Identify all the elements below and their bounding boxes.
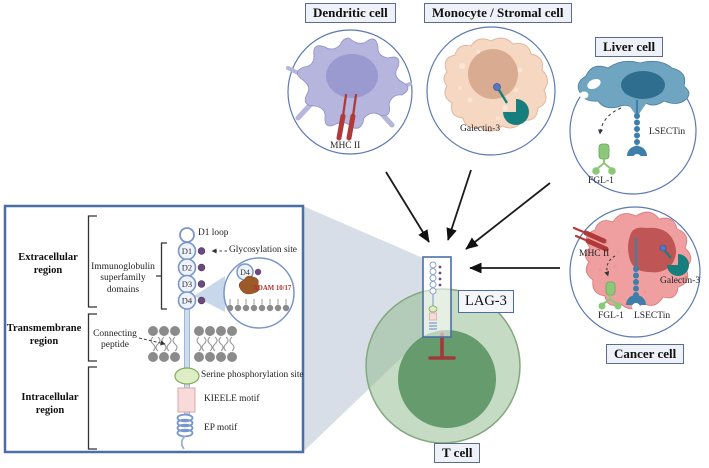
d1-loop-shape xyxy=(179,227,195,243)
lsectin-label-liver: LSECTin xyxy=(649,127,686,137)
magnifier-beam xyxy=(303,206,423,452)
galectin3-label-monocyte: Galectin-3 xyxy=(460,124,501,134)
extracellular-bracket xyxy=(87,215,97,308)
fgl1-label-liver: FGL-1 xyxy=(588,176,614,186)
kieele-motif-shape xyxy=(177,387,196,413)
serine-site-shape xyxy=(174,367,200,385)
monocyte-speckles xyxy=(458,50,523,120)
intracellular-region-label: Intracellular region xyxy=(21,392,79,416)
monocyte-cell-label: Monocyte / Stromal cell xyxy=(424,3,572,24)
tcell-label: T cell xyxy=(434,443,481,464)
fgl1-ligand-liver xyxy=(592,143,616,175)
ig-domains-bracket xyxy=(156,242,167,310)
lag3-receptor-box xyxy=(422,256,452,338)
extracellular-region-label: Extracellular region xyxy=(18,252,78,276)
kieele-motif-label: KIEELE motif xyxy=(204,394,260,404)
fgl1-ligand-cancer xyxy=(598,281,622,310)
region-brackets xyxy=(87,215,167,450)
liver-secretion-arrow xyxy=(598,107,622,135)
cancer-speckles xyxy=(598,241,664,294)
arrow-liver-to-lag3 xyxy=(465,182,551,250)
mhc2-label-dendritic: MHC II xyxy=(330,141,361,151)
glycosylation-site-label: Glycosylation site xyxy=(229,245,297,255)
ig-domain-circles xyxy=(177,241,197,310)
galectin3-label-cancer: Galectin-3 xyxy=(660,276,701,286)
zoom-glyco-dot xyxy=(254,268,262,276)
intracellular-bracket xyxy=(87,366,97,450)
lag3-mini-serine xyxy=(428,305,438,313)
connecting-peptide-label: Connecting peptide xyxy=(93,329,137,351)
lsectin-receptor-cancer xyxy=(626,238,646,311)
transmembrane-region-label: Transmembrane region xyxy=(6,323,82,347)
glycosylation-dots xyxy=(197,247,206,305)
cancer-secretion-arrow xyxy=(604,255,616,277)
tcell-illustration xyxy=(365,288,521,444)
plasma-membrane xyxy=(148,326,237,362)
domain-d2-label: D2 xyxy=(182,263,192,273)
galectin3-ligand-monocyte xyxy=(493,83,529,125)
liver-nucleus xyxy=(621,71,665,99)
cancer-cell-label: Cancer cell xyxy=(606,344,685,365)
zoom-beam xyxy=(194,276,225,312)
ig-domain-labels: D1 D2 D3 D4 xyxy=(182,246,193,306)
connecting-peptide-pointer xyxy=(138,337,166,346)
adam-enzyme xyxy=(238,275,260,295)
liver-hole-2 xyxy=(579,91,589,99)
arrow-dendritic-to-lag3 xyxy=(385,171,430,243)
interaction-arrows xyxy=(385,169,560,274)
galectin3-ligand-cancer xyxy=(659,244,689,276)
lag3-label: LAG-3 xyxy=(458,290,514,313)
liver-cell-label: Liver cell xyxy=(595,37,664,58)
mhc2-receptor-cancer xyxy=(572,226,609,252)
lsectin-receptor-liver xyxy=(627,100,647,162)
d1-loop-label: D1 loop xyxy=(198,228,229,238)
ep-motif-label: EP motif xyxy=(204,423,238,433)
liver-hole xyxy=(587,78,601,90)
serine-site-label: Serine phosphorylation site xyxy=(201,370,304,380)
liver-cell-illustration xyxy=(569,60,697,195)
mhc2-label-cancer: MHC II xyxy=(579,249,610,259)
domain-d1-label: D1 xyxy=(182,246,192,256)
lag3-mini-domains xyxy=(429,261,437,295)
dendritic-nucleus xyxy=(326,54,378,98)
lag3-mini-glyco-dots xyxy=(438,265,442,287)
zoom-membrane xyxy=(226,299,290,312)
domain-d3-label: D3 xyxy=(182,279,192,289)
monocyte-cell-illustration xyxy=(426,26,556,156)
mhc2-receptor-dendritic xyxy=(336,93,358,141)
ig-superfamily-label: Immunoglobulin superfamily domains xyxy=(91,262,155,295)
zoom-d4-label: D4 xyxy=(240,268,250,277)
inhibition-symbol xyxy=(428,332,456,360)
lag3-structure-panel: D1 D2 D3 D4 D4 xyxy=(3,204,305,454)
adam-zoom-circle xyxy=(223,257,295,329)
transmembrane-bracket xyxy=(87,313,97,362)
lag3-mini-ep xyxy=(429,322,437,330)
domain-d4-label: D4 xyxy=(182,296,193,306)
tcell-nucleus xyxy=(398,330,496,428)
lag3-mini-kieele xyxy=(429,312,437,321)
monocyte-nucleus xyxy=(468,49,518,99)
adam-label: ADAM 10/17 xyxy=(253,285,292,292)
cancer-nucleus xyxy=(628,227,676,273)
dendritic-cell-label: Dendritic cell xyxy=(305,3,396,24)
ep-motif-coil xyxy=(176,413,194,450)
lsectin-label-cancer: LSECTin xyxy=(634,311,671,321)
arrow-monocyte-to-lag3 xyxy=(446,169,472,241)
dendritic-cell-illustration xyxy=(286,29,413,155)
lag3-receptor xyxy=(422,256,452,338)
fgl1-label-cancer: FGL-1 xyxy=(598,311,624,321)
cancer-cell-illustration xyxy=(569,206,701,338)
